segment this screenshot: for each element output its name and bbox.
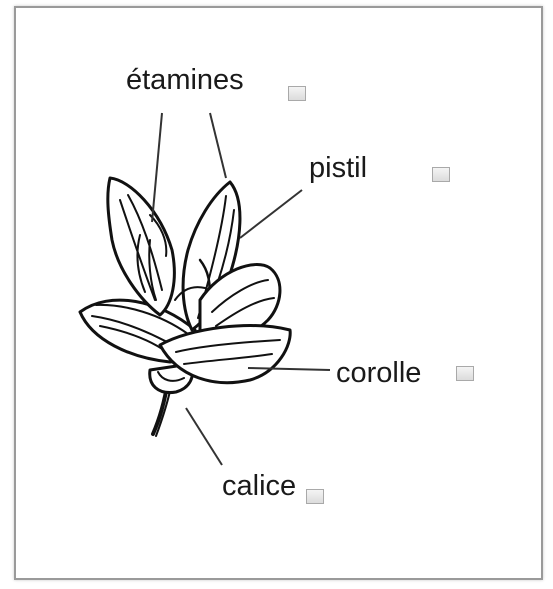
label-pistil: pistil	[309, 154, 367, 183]
leader-line-pistil	[240, 190, 302, 238]
checkbox-calice[interactable]	[306, 489, 324, 504]
checkbox-pistil[interactable]	[432, 167, 450, 182]
label-corolle: corolle	[336, 359, 421, 388]
checkbox-etamines[interactable]	[288, 86, 306, 101]
label-etamines: étamines	[126, 66, 244, 95]
leader-line-etamines-right	[210, 113, 226, 178]
checkbox-corolle[interactable]	[456, 366, 474, 381]
label-calice: calice	[222, 472, 296, 501]
leader-line-etamines-left	[152, 113, 162, 222]
flower-drawing-icon	[80, 178, 290, 436]
leader-line-calice	[186, 408, 222, 465]
